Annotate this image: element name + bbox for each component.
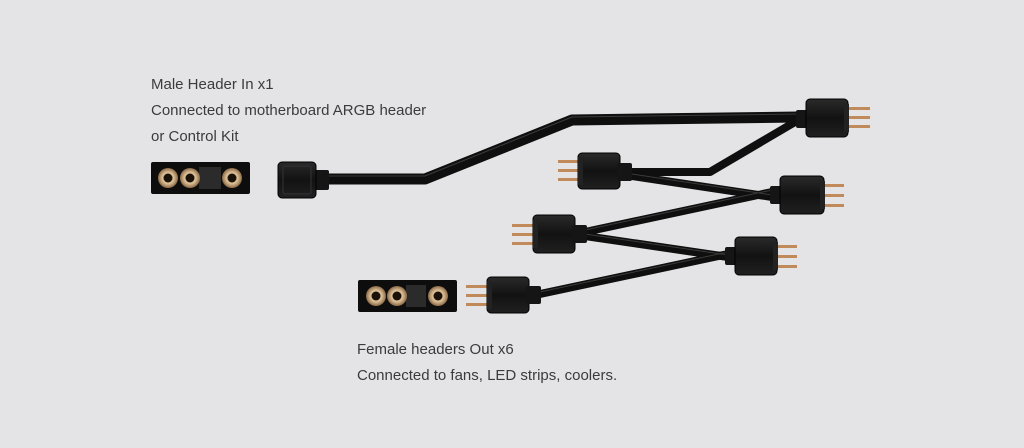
male-header-label: Male Header In x1 Connected to motherboa… (151, 72, 426, 150)
female-headers-title: Female headers Out x6 (357, 341, 514, 358)
main-cable (320, 111, 804, 185)
male-header-title: Male Header In x1 (151, 76, 274, 93)
male-header-plug (277, 161, 329, 199)
female-header-plug-2 (558, 152, 632, 190)
female-header-plug-6 (466, 276, 541, 314)
female-headers-label: Female headers Out x6 Connected to fans,… (357, 337, 617, 389)
male-header-description-line-2: or Control Kit (151, 128, 239, 145)
female-header-plug-3 (770, 175, 844, 215)
female-header-plug-5 (725, 236, 797, 276)
female-headers-description: Connected to fans, LED strips, coolers. (357, 367, 618, 384)
branch-cable-3 (581, 188, 776, 236)
splitter-cables (320, 111, 804, 298)
branch-cable-5 (536, 250, 732, 298)
branch-cable-4 (581, 232, 732, 261)
female-header-plug-1 (796, 98, 870, 138)
male-header-description-line-1: Connected to motherboard ARGB header (151, 102, 427, 119)
branch-cable-1 (628, 118, 799, 176)
male-header-pin-face-icon (151, 162, 250, 194)
female-header-plug-4 (512, 214, 587, 254)
female-header-pin-face-icon (358, 280, 457, 312)
